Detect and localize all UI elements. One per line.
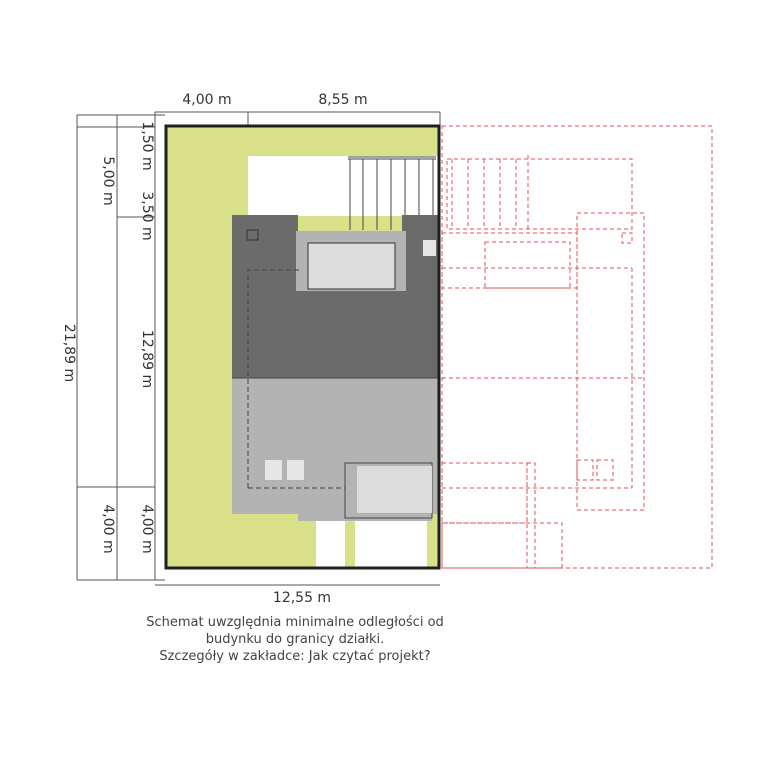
- dim-outer-bottom: 4,00 m: [100, 504, 116, 553]
- building-inner-outline: [247, 269, 345, 489]
- building-roof: [232, 215, 438, 521]
- stairs: [348, 156, 436, 230]
- clearance-zones: [248, 156, 438, 568]
- dim-inner-middle: 12,89 m: [139, 330, 155, 388]
- dim-top-left: 4,00 m: [182, 92, 231, 108]
- dim-inner-top-b: 3,50 m: [139, 191, 155, 240]
- dimension-lines: [76, 111, 441, 586]
- dim-bottom: 12,55 m: [273, 590, 331, 606]
- caption-line-2: budynku do granicy działki.: [205, 632, 385, 647]
- caption-line-3: Szczegóły w zakładce: Jak czytać projekt…: [159, 649, 431, 664]
- dim-top-right: 8,55 m: [318, 92, 367, 108]
- mirrored-building-outline: [441, 125, 713, 569]
- plot-border: [164, 124, 441, 570]
- dim-outer-top: 5,00 m: [100, 156, 116, 205]
- caption-line-1: Schemat uwzględnia minimalne odległości …: [146, 615, 444, 630]
- dim-inner-bottom: 4,00 m: [139, 504, 155, 553]
- dim-outer-total: 21,89 m: [61, 324, 77, 382]
- caption: Schemat uwzględnia minimalne odległości …: [130, 614, 460, 665]
- dim-inner-top-a: 1,50 m: [139, 121, 155, 170]
